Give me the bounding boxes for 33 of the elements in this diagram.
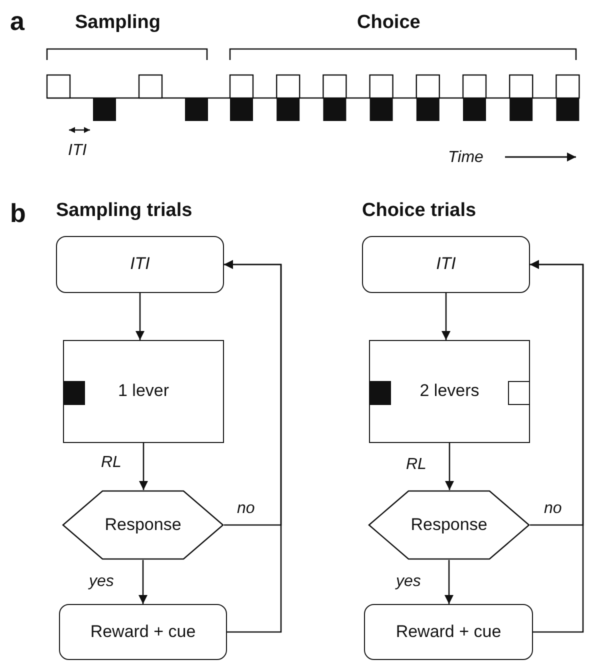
edge-label: yes: [395, 574, 422, 590]
state-box: [59, 604, 227, 660]
node-text: Reward + cue: [396, 622, 502, 642]
panel-letter: b: [10, 200, 26, 226]
phase-heading: Sampling: [75, 13, 161, 32]
node-text: Reward + cue: [90, 622, 196, 642]
arrow: [138, 560, 148, 604]
panel-heading: Choice trials: [362, 201, 476, 220]
edge-label: yes: [88, 574, 115, 590]
arrow: [139, 443, 148, 490]
node-text: ITI: [436, 255, 456, 274]
phase-heading: Choice: [357, 13, 420, 32]
axis-label: Time: [448, 150, 484, 166]
state-box: [364, 604, 533, 660]
node-text: 2 levers: [420, 382, 480, 401]
panel-letter: a: [10, 8, 24, 34]
arrow: [442, 293, 450, 340]
arrow: [530, 260, 584, 633]
interval-label: ITI: [68, 143, 87, 159]
process-box: [63, 340, 224, 443]
process-box: [369, 340, 530, 443]
state-box: [362, 236, 530, 293]
node-text: Response: [410, 516, 488, 534]
arrow: [136, 293, 144, 340]
node-text: Response: [104, 516, 182, 534]
node-text: ITI: [130, 255, 150, 274]
decision-hexagon: [62, 490, 224, 560]
arrow: [224, 260, 282, 633]
node-text: 1 lever: [118, 382, 170, 401]
arrow: [445, 443, 454, 490]
decision-hexagon: [368, 490, 530, 560]
arrow: [444, 560, 454, 604]
state-box: [56, 236, 224, 293]
